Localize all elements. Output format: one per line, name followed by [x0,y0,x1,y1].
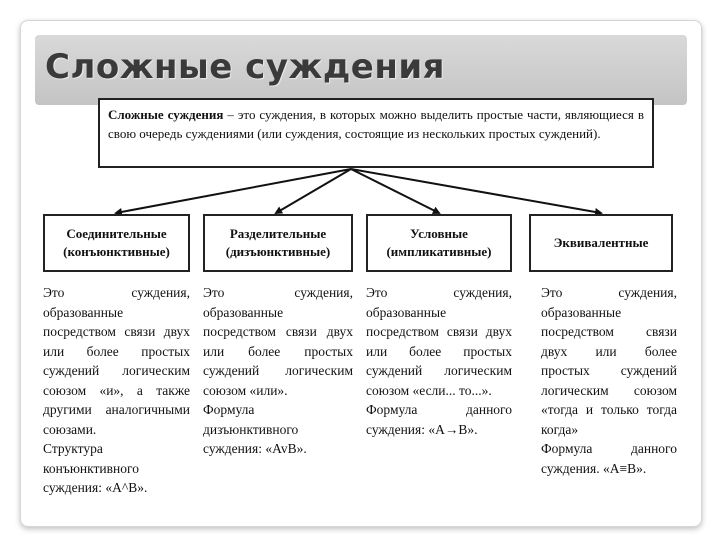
formula-text: Формула данного суждения: «A→B». [366,402,512,437]
category-label: Разделительные [229,226,327,241]
arrow-to-disjunctive [274,168,352,215]
category-label: Эквивалентные [553,235,649,250]
title-bar: Сложные суждения [35,35,687,105]
formula-text: Формула дизъюнктивного суждения: «AvB». [203,402,307,456]
definition-text: – это суждения, в которых можно выделить… [108,107,644,141]
definition-term: Сложные суждения [108,107,224,122]
description-text: Это суждения, образованные посредством с… [43,285,190,437]
arrow-to-equivalent [350,168,603,216]
description-conjunctive: Это суждения, образованные посредством с… [43,283,190,498]
category-conditional: Условные (импликативные) [366,214,512,272]
arrow-to-conjunctive [114,168,352,216]
formula-text: Формула данного суждения. «A≡B». [541,441,677,476]
category-sublabel: (конъюнктивные) [63,244,170,259]
category-sublabel: (дизъюнктивные) [225,244,331,259]
category-sublabel: (импликативные) [386,244,492,259]
category-label: Условные [410,226,468,241]
slide: Сложные суждения Сложные суждения – это … [20,20,702,527]
definition-box: Сложные суждения – это суждения, в котор… [98,98,654,168]
description-text: Это суждения, образованные посредством с… [203,285,353,398]
description-equivalent: Это суждения, образованные посредством с… [541,283,677,478]
description-disjunctive: Это суждения, образованные посредством с… [203,283,353,459]
category-equivalent: Эквивалентные [529,214,673,272]
arrow-to-conditional [350,168,441,214]
slide-title: Сложные суждения [45,47,445,87]
category-label: Соединительные [66,226,167,241]
category-disjunctive: Разделительные (дизъюнктивные) [203,214,353,272]
description-text: Это суждения, образованные посредством с… [366,285,512,398]
arrows [114,168,603,216]
description-text: Это суждения, образованные посредством с… [541,285,677,437]
formula-text: Структура конъюнктивного суждения: «A^B»… [43,441,148,495]
category-conjunctive: Соединительные (конъюнктивные) [43,214,190,272]
description-conditional: Это суждения, образованные посредством с… [366,283,512,439]
